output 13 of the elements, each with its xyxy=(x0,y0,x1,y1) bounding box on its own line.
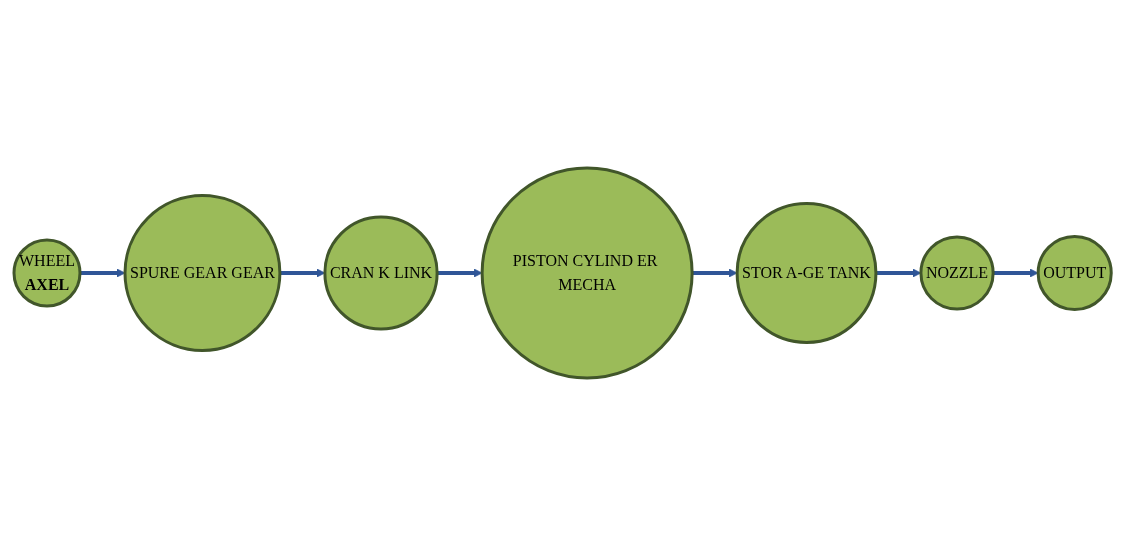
node-circle: NOZZLE xyxy=(919,234,995,311)
node-circle: SPURE GEAR GEAR xyxy=(123,193,282,352)
arrow xyxy=(80,268,126,277)
arrow xyxy=(692,268,738,277)
node-circle: PISTON CYLIND ER MECHA xyxy=(481,166,694,379)
arrow xyxy=(280,268,326,277)
arrow xyxy=(993,268,1039,277)
arrow xyxy=(876,268,922,277)
arrow xyxy=(437,268,483,277)
node-circle: OUTPUT xyxy=(1037,234,1114,311)
node-circle: WHEEL AXEL xyxy=(12,238,82,307)
node-circle: CRAN K LINK xyxy=(323,214,439,331)
node-circle: STOR A-GE TANK xyxy=(736,201,878,344)
